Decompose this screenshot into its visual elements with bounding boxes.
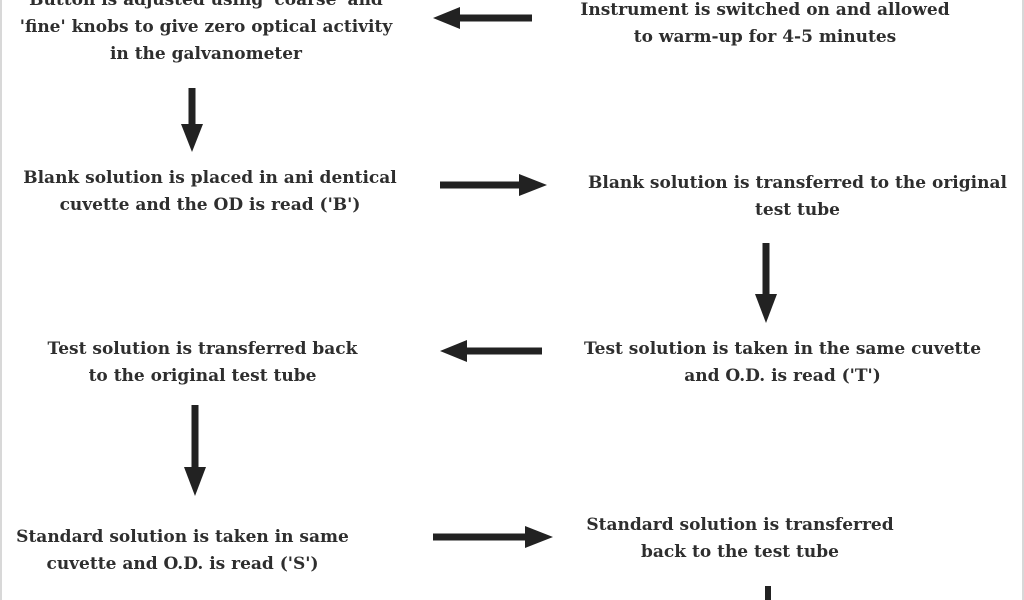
step-line: Blank solution is placed in ani dentical [23, 168, 397, 188]
step-line: and O.D. is read ('T') [684, 366, 881, 386]
step-line: back to the test tube [641, 542, 839, 562]
arrow-down-icon [755, 243, 777, 323]
step-line: Standard solution is taken in same [16, 527, 349, 547]
arrow-right-icon [440, 174, 547, 196]
step-standard-transferred: Standard solution is transferred back to… [580, 512, 900, 566]
step-standard-taken: Standard solution is taken in same cuvet… [0, 524, 365, 578]
arrow-left-icon [433, 7, 532, 29]
arrow-left-icon [440, 340, 542, 362]
step-instrument-on: Instrument is switched on and allowed to… [555, 0, 975, 51]
arrow-down-icon [184, 405, 206, 496]
step-blank-transferred: Blank solution is transferred to the ori… [565, 170, 1024, 224]
right-border [1022, 0, 1024, 600]
arrow-down-icon [181, 88, 203, 152]
step-button-adjusted: Button is adjusted using 'coarse' and 'f… [0, 0, 412, 68]
step-line: to the original test tube [88, 366, 317, 386]
step-line: Test solution is taken in the same cuvet… [583, 339, 982, 359]
step-line: 'fine' knobs to give zero optical activi… [19, 17, 393, 37]
step-line: Button is adjusted using 'coarse' and [29, 0, 383, 10]
step-line: in the galvanometer [109, 44, 303, 64]
left-border [0, 0, 2, 600]
step-line: Blank solution is transferred to the ori… [588, 173, 1007, 193]
arrow-right-icon [433, 526, 553, 548]
step-test-taken: Test solution is taken in the same cuvet… [560, 336, 1005, 390]
step-test-transferred-back: Test solution is transferred back to the… [0, 336, 405, 390]
step-line: test tube [755, 200, 840, 220]
step-line: Standard solution is transferred [586, 515, 894, 535]
step-line: Test solution is transferred back [47, 339, 358, 359]
step-line: Instrument is switched on and allowed [580, 0, 950, 20]
step-blank-placed: Blank solution is placed in ani dentical… [0, 165, 420, 219]
step-line: to warm-up for 4-5 minutes [633, 27, 897, 47]
step-line: cuvette and the OD is read ('B') [59, 195, 361, 215]
step-line: cuvette and O.D. is read ('S') [46, 554, 319, 574]
